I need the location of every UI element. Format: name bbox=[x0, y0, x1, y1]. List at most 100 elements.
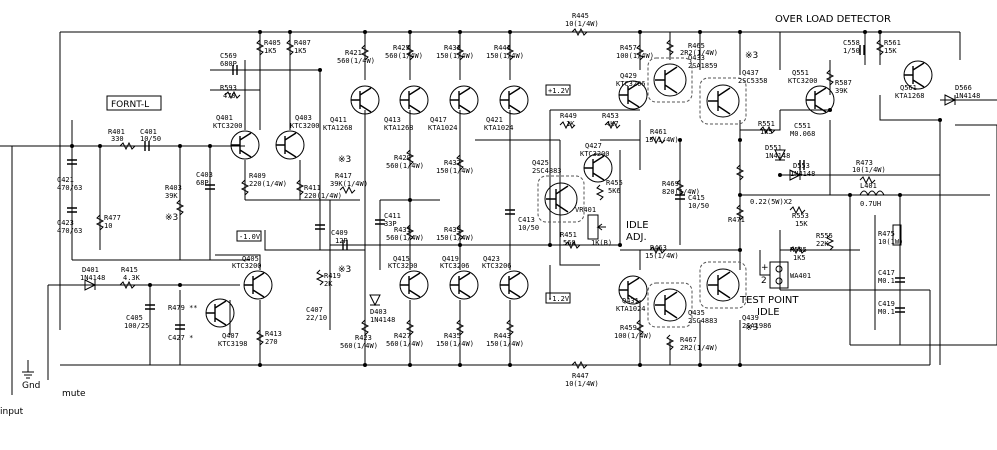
wa401-connector: + 2 bbox=[761, 261, 789, 289]
r443-name: R443 bbox=[494, 332, 511, 340]
r465-name: R465 bbox=[688, 42, 705, 50]
d566-name: D566 bbox=[955, 84, 972, 92]
vr401-value: 1K(B) bbox=[591, 239, 612, 247]
q431-name: Q431 bbox=[622, 297, 639, 305]
r453-value: 4K7 bbox=[606, 120, 619, 128]
q403-value: KTC3200 bbox=[290, 122, 320, 130]
r457-value: 100(1/4W) bbox=[616, 52, 654, 60]
c419-name: C419 bbox=[878, 300, 895, 308]
r439-value: 150(1/4W) bbox=[436, 234, 474, 242]
input-label: input bbox=[0, 407, 24, 417]
r429-name: R429 bbox=[394, 154, 411, 162]
r469-value: 820(1/4W) bbox=[662, 188, 700, 196]
d553-value: 1N4148 bbox=[790, 170, 815, 178]
q423-name: Q423 bbox=[483, 255, 500, 263]
q427-name: Q427 bbox=[585, 142, 602, 150]
r419-value: 2K bbox=[324, 280, 333, 288]
c427-name: C427 * bbox=[168, 334, 193, 342]
r425-name: R425 bbox=[393, 44, 410, 52]
r561-value: 15K bbox=[884, 47, 897, 55]
c405-value: 100/25 bbox=[124, 322, 149, 330]
r453-name: R453 bbox=[602, 112, 619, 120]
diodes bbox=[84, 94, 957, 307]
r409-value: 220(1/4W) bbox=[249, 180, 287, 188]
r405-value: 1K5 bbox=[264, 47, 277, 55]
vr401-name: VR401 bbox=[575, 206, 596, 214]
c421-name: C421 bbox=[57, 176, 74, 184]
q401-value: KTC3200 bbox=[213, 122, 243, 130]
r555-name: R555 bbox=[816, 232, 833, 240]
q419-value: KTC3206 bbox=[440, 262, 470, 270]
r469-name: R469 bbox=[662, 180, 679, 188]
q411-value: KTA1268 bbox=[323, 124, 353, 132]
transistor-q407 bbox=[205, 298, 235, 328]
r449-name: R449 bbox=[560, 112, 577, 120]
junctions bbox=[70, 30, 942, 367]
q433-name: Q433 bbox=[688, 54, 705, 62]
r421-name: R421 bbox=[345, 49, 362, 57]
r459-value: 100(1/4W) bbox=[614, 332, 652, 340]
c551-value: M0.068 bbox=[790, 130, 815, 138]
r473-value: 10(1/4W) bbox=[852, 166, 886, 174]
r413-name: R413 bbox=[265, 330, 282, 338]
c403-name: C403 bbox=[196, 171, 213, 179]
r429-value: 560(1/4W) bbox=[386, 162, 424, 170]
r465-value: 2R2(1/4W) bbox=[680, 49, 718, 57]
svg-text:+: + bbox=[761, 263, 769, 273]
q407-value: KTC3198 bbox=[218, 340, 248, 348]
q411-name: Q411 bbox=[330, 116, 347, 124]
mark-3b: ※3 bbox=[165, 213, 178, 223]
q439-value: 2SA1986 bbox=[742, 322, 772, 330]
r451-name: R451 bbox=[560, 231, 577, 239]
r461-value: 15(1/4W) bbox=[645, 136, 679, 144]
r421-value: 560(1/4W) bbox=[337, 57, 375, 65]
q415-value: KTC3200 bbox=[388, 262, 418, 270]
q435-name: Q435 bbox=[688, 309, 705, 317]
voltage-v2: +1.2V bbox=[548, 87, 570, 95]
r471-value: 0.22(5W)X2 bbox=[750, 198, 792, 206]
c551-name: C551 bbox=[794, 122, 811, 130]
transistor-q423 bbox=[499, 270, 529, 300]
r475-value: 10(1W) bbox=[878, 238, 903, 246]
transistor-q401 bbox=[230, 130, 260, 160]
q421-value: KTA1024 bbox=[484, 124, 514, 132]
r447-name: R447 bbox=[572, 372, 589, 380]
r593-value: 470 bbox=[223, 92, 236, 100]
r419-name: R419 bbox=[324, 272, 341, 280]
r555-value: 22K bbox=[816, 240, 829, 248]
r439-name: R439 bbox=[444, 226, 461, 234]
c423-value: 470/63 bbox=[57, 227, 82, 235]
r551-name: R551 bbox=[758, 120, 775, 128]
q429-name: Q429 bbox=[620, 72, 637, 80]
transistor-q429 bbox=[618, 80, 648, 110]
d551-value: 1N4148 bbox=[765, 152, 790, 160]
transistor-q433 bbox=[647, 57, 693, 103]
r437-value: 150(1/4W) bbox=[436, 167, 474, 175]
q417-value: KTA1024 bbox=[428, 124, 458, 132]
r409-name: R409 bbox=[249, 172, 266, 180]
r441-name: R441 bbox=[494, 44, 511, 52]
c409-value: 12P bbox=[335, 237, 348, 245]
q417-name: Q417 bbox=[430, 116, 447, 124]
svg-text:2: 2 bbox=[761, 276, 767, 286]
q423-value: KTC3206 bbox=[482, 262, 512, 270]
r431-name: R431 bbox=[394, 226, 411, 234]
voltage-v1: -1.0V bbox=[239, 233, 261, 241]
r587-name: R587 bbox=[835, 79, 852, 87]
c407-value: 22/10 bbox=[306, 314, 327, 322]
c413-name: C413 bbox=[518, 216, 535, 224]
r475-name: R475 bbox=[878, 230, 895, 238]
d566-value: 1N4148 bbox=[955, 92, 980, 100]
transistor-q425 bbox=[537, 175, 585, 223]
mark-3e: ※3 bbox=[745, 323, 758, 333]
r461-name: R461 bbox=[650, 128, 667, 136]
transistors bbox=[205, 57, 933, 328]
q561-name: Q561 bbox=[900, 84, 917, 92]
d403-name: D403 bbox=[370, 308, 387, 316]
r427-value: 560(1/4W) bbox=[386, 340, 424, 348]
transistor-q405 bbox=[243, 270, 273, 300]
r451-value: 560 bbox=[563, 239, 576, 247]
r433-value: 150(1/4W) bbox=[436, 52, 474, 60]
c569-name: C569 bbox=[220, 52, 237, 60]
r403-name: R403 bbox=[165, 184, 182, 192]
